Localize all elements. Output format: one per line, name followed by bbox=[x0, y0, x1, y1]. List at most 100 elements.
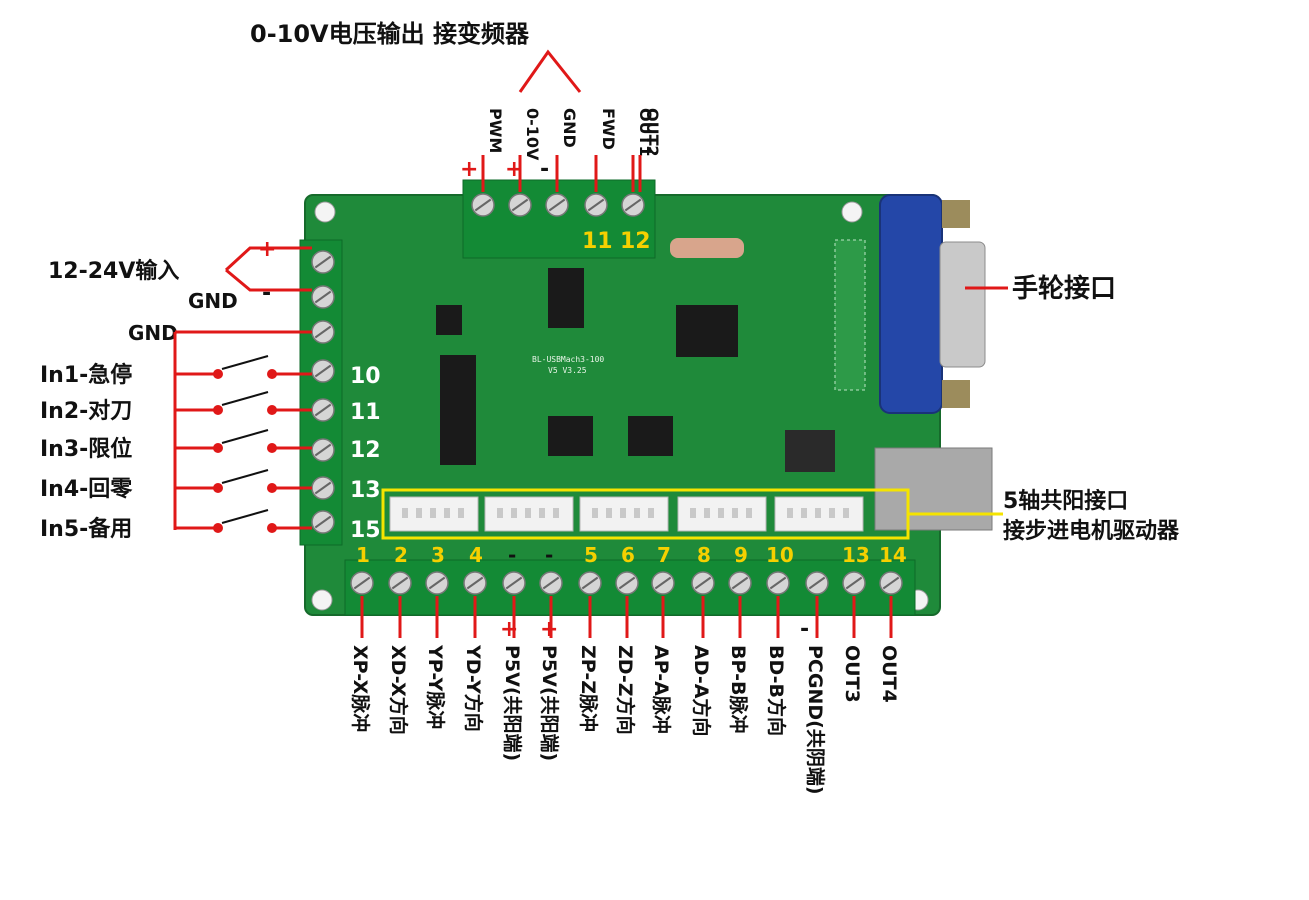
bottom-terminal-label: XP-X脉冲 bbox=[349, 645, 372, 732]
bottom-terminal-label: YP-Y脉冲 bbox=[424, 644, 447, 729]
input-row: In3-限位 12 bbox=[40, 429, 381, 463]
main-mcu-chip bbox=[676, 305, 738, 357]
svg-text:OUT1: OUT1 bbox=[636, 108, 655, 157]
input-label: In2-对刀 bbox=[40, 399, 132, 424]
axis-port-pin bbox=[458, 508, 464, 518]
input-label: In3-限位 bbox=[40, 436, 132, 462]
top-title: 0-10V电压输出 接变频器 bbox=[250, 20, 530, 48]
input-pin-number: 13 bbox=[350, 478, 381, 503]
bottom-pin-number: 9 bbox=[734, 543, 748, 567]
switch-blade bbox=[221, 469, 269, 484]
bottom-terminal-label: BD-B方向 bbox=[765, 645, 788, 736]
screw-slot bbox=[391, 576, 409, 590]
svg-text:BD-B方向: BD-B方向 bbox=[765, 645, 788, 736]
input-gnd-label: GND bbox=[128, 321, 178, 345]
axis-port-pin bbox=[497, 508, 503, 518]
bottom-pin-number: - bbox=[508, 543, 516, 567]
screw-slot bbox=[882, 576, 900, 590]
top-terminal-label: FWD bbox=[599, 108, 618, 150]
screw-slot bbox=[624, 198, 642, 212]
axis-port-pin bbox=[634, 508, 640, 518]
input-label: In5-备用 bbox=[40, 516, 132, 542]
screw-slot bbox=[731, 576, 749, 590]
bottom-terminal-label: BP-B脉冲 bbox=[727, 645, 750, 733]
screw-slot bbox=[428, 576, 446, 590]
svg-text:P5V(共阳端): P5V(共阳端) bbox=[501, 645, 524, 761]
top-polarity-sign: + bbox=[505, 157, 523, 182]
bottom-terminal-label: AP-A脉冲 bbox=[650, 645, 673, 734]
bottom-pin-number: 8 bbox=[697, 543, 711, 567]
vga-connector-shell bbox=[879, 194, 943, 414]
axis-port-pin bbox=[801, 508, 807, 518]
screw-slot bbox=[314, 255, 332, 269]
power-minus-line bbox=[225, 268, 312, 292]
bottom-pin-number: 14 bbox=[879, 543, 907, 567]
bottom-terminal-label: ZD-Z方向 bbox=[614, 645, 637, 735]
svg-text:GND: GND bbox=[560, 108, 579, 148]
axis-port-pin bbox=[402, 508, 408, 518]
svg-text:FWD: FWD bbox=[599, 108, 618, 150]
vga-connector-body bbox=[939, 241, 986, 368]
axis-port-pin bbox=[553, 508, 559, 518]
screw-slot bbox=[505, 576, 523, 590]
power-input-label: 12-24V输入 bbox=[48, 258, 179, 284]
top-terminal-label: PWM bbox=[486, 108, 505, 153]
bottom-terminal-label: P5V(共阳端) bbox=[538, 645, 561, 761]
axis-port-pin bbox=[815, 508, 821, 518]
power-gnd-label: GND bbox=[188, 289, 238, 313]
bottom-polarity-sign: + bbox=[500, 617, 518, 642]
bottom-screws bbox=[350, 571, 903, 595]
axis-port-pin bbox=[539, 508, 545, 518]
bottom-pin-number: 5 bbox=[584, 543, 598, 567]
optocoupler-bank bbox=[440, 355, 476, 465]
screw-slot bbox=[353, 576, 371, 590]
input-row: In4-回零 13 bbox=[40, 469, 381, 503]
screw-slot bbox=[769, 576, 787, 590]
screw-slot bbox=[314, 515, 332, 529]
driver-chip bbox=[628, 416, 673, 456]
svg-text:XP-X脉冲: XP-X脉冲 bbox=[349, 645, 372, 732]
bottom-pin-number: - bbox=[545, 543, 553, 567]
power-minus-sign: - bbox=[262, 281, 271, 306]
bottom-polarity-sign: + bbox=[540, 617, 558, 642]
bottom-pin-number: 10 bbox=[766, 543, 794, 567]
axis-port-pin bbox=[416, 508, 422, 518]
bottom-terminal-label: P5V(共阳端) bbox=[501, 645, 524, 761]
top-terminal-label: OUT1 bbox=[636, 108, 655, 157]
screw-slot bbox=[314, 290, 332, 304]
svg-text:XD-X方向: XD-X方向 bbox=[387, 645, 410, 735]
svg-text:OUT4: OUT4 bbox=[878, 645, 900, 703]
screw-slot bbox=[314, 481, 332, 495]
screw-slot bbox=[548, 198, 566, 212]
axis-port-pin bbox=[829, 508, 835, 518]
bottom-terminal-label: XD-X方向 bbox=[387, 645, 410, 735]
screw-slot bbox=[314, 325, 332, 339]
screw-slot bbox=[654, 576, 672, 590]
bottom-pin-number: 7 bbox=[657, 543, 671, 567]
axis-port-pin bbox=[511, 508, 517, 518]
switch-contact bbox=[213, 483, 223, 493]
axis-label-line2: 接步进电机驱动器 bbox=[1003, 518, 1180, 544]
axis-port-pin bbox=[746, 508, 752, 518]
svg-text:AD-A方向: AD-A方向 bbox=[690, 645, 713, 736]
top-title-arrow bbox=[518, 49, 582, 93]
screw-slot bbox=[618, 576, 636, 590]
bottom-terminal-label: AD-A方向 bbox=[690, 645, 713, 736]
bottom-pin-number: 1 bbox=[356, 543, 370, 567]
input-row: In5-备用 15 bbox=[40, 509, 381, 543]
input-pin-number: 12 bbox=[350, 438, 381, 463]
screw-slot bbox=[581, 576, 599, 590]
input-label: In4-回零 bbox=[40, 477, 133, 502]
bottom-terminal-label: OUT3 bbox=[841, 645, 863, 703]
axis-port-pin bbox=[606, 508, 612, 518]
input-pin-number: 15 bbox=[350, 518, 381, 543]
switch-blade bbox=[221, 509, 269, 524]
switch-contact bbox=[213, 405, 223, 415]
left-screws bbox=[311, 250, 335, 534]
switch-contact bbox=[213, 369, 223, 379]
bottom-pin-number: 6 bbox=[621, 543, 635, 567]
screw-slot bbox=[511, 198, 529, 212]
